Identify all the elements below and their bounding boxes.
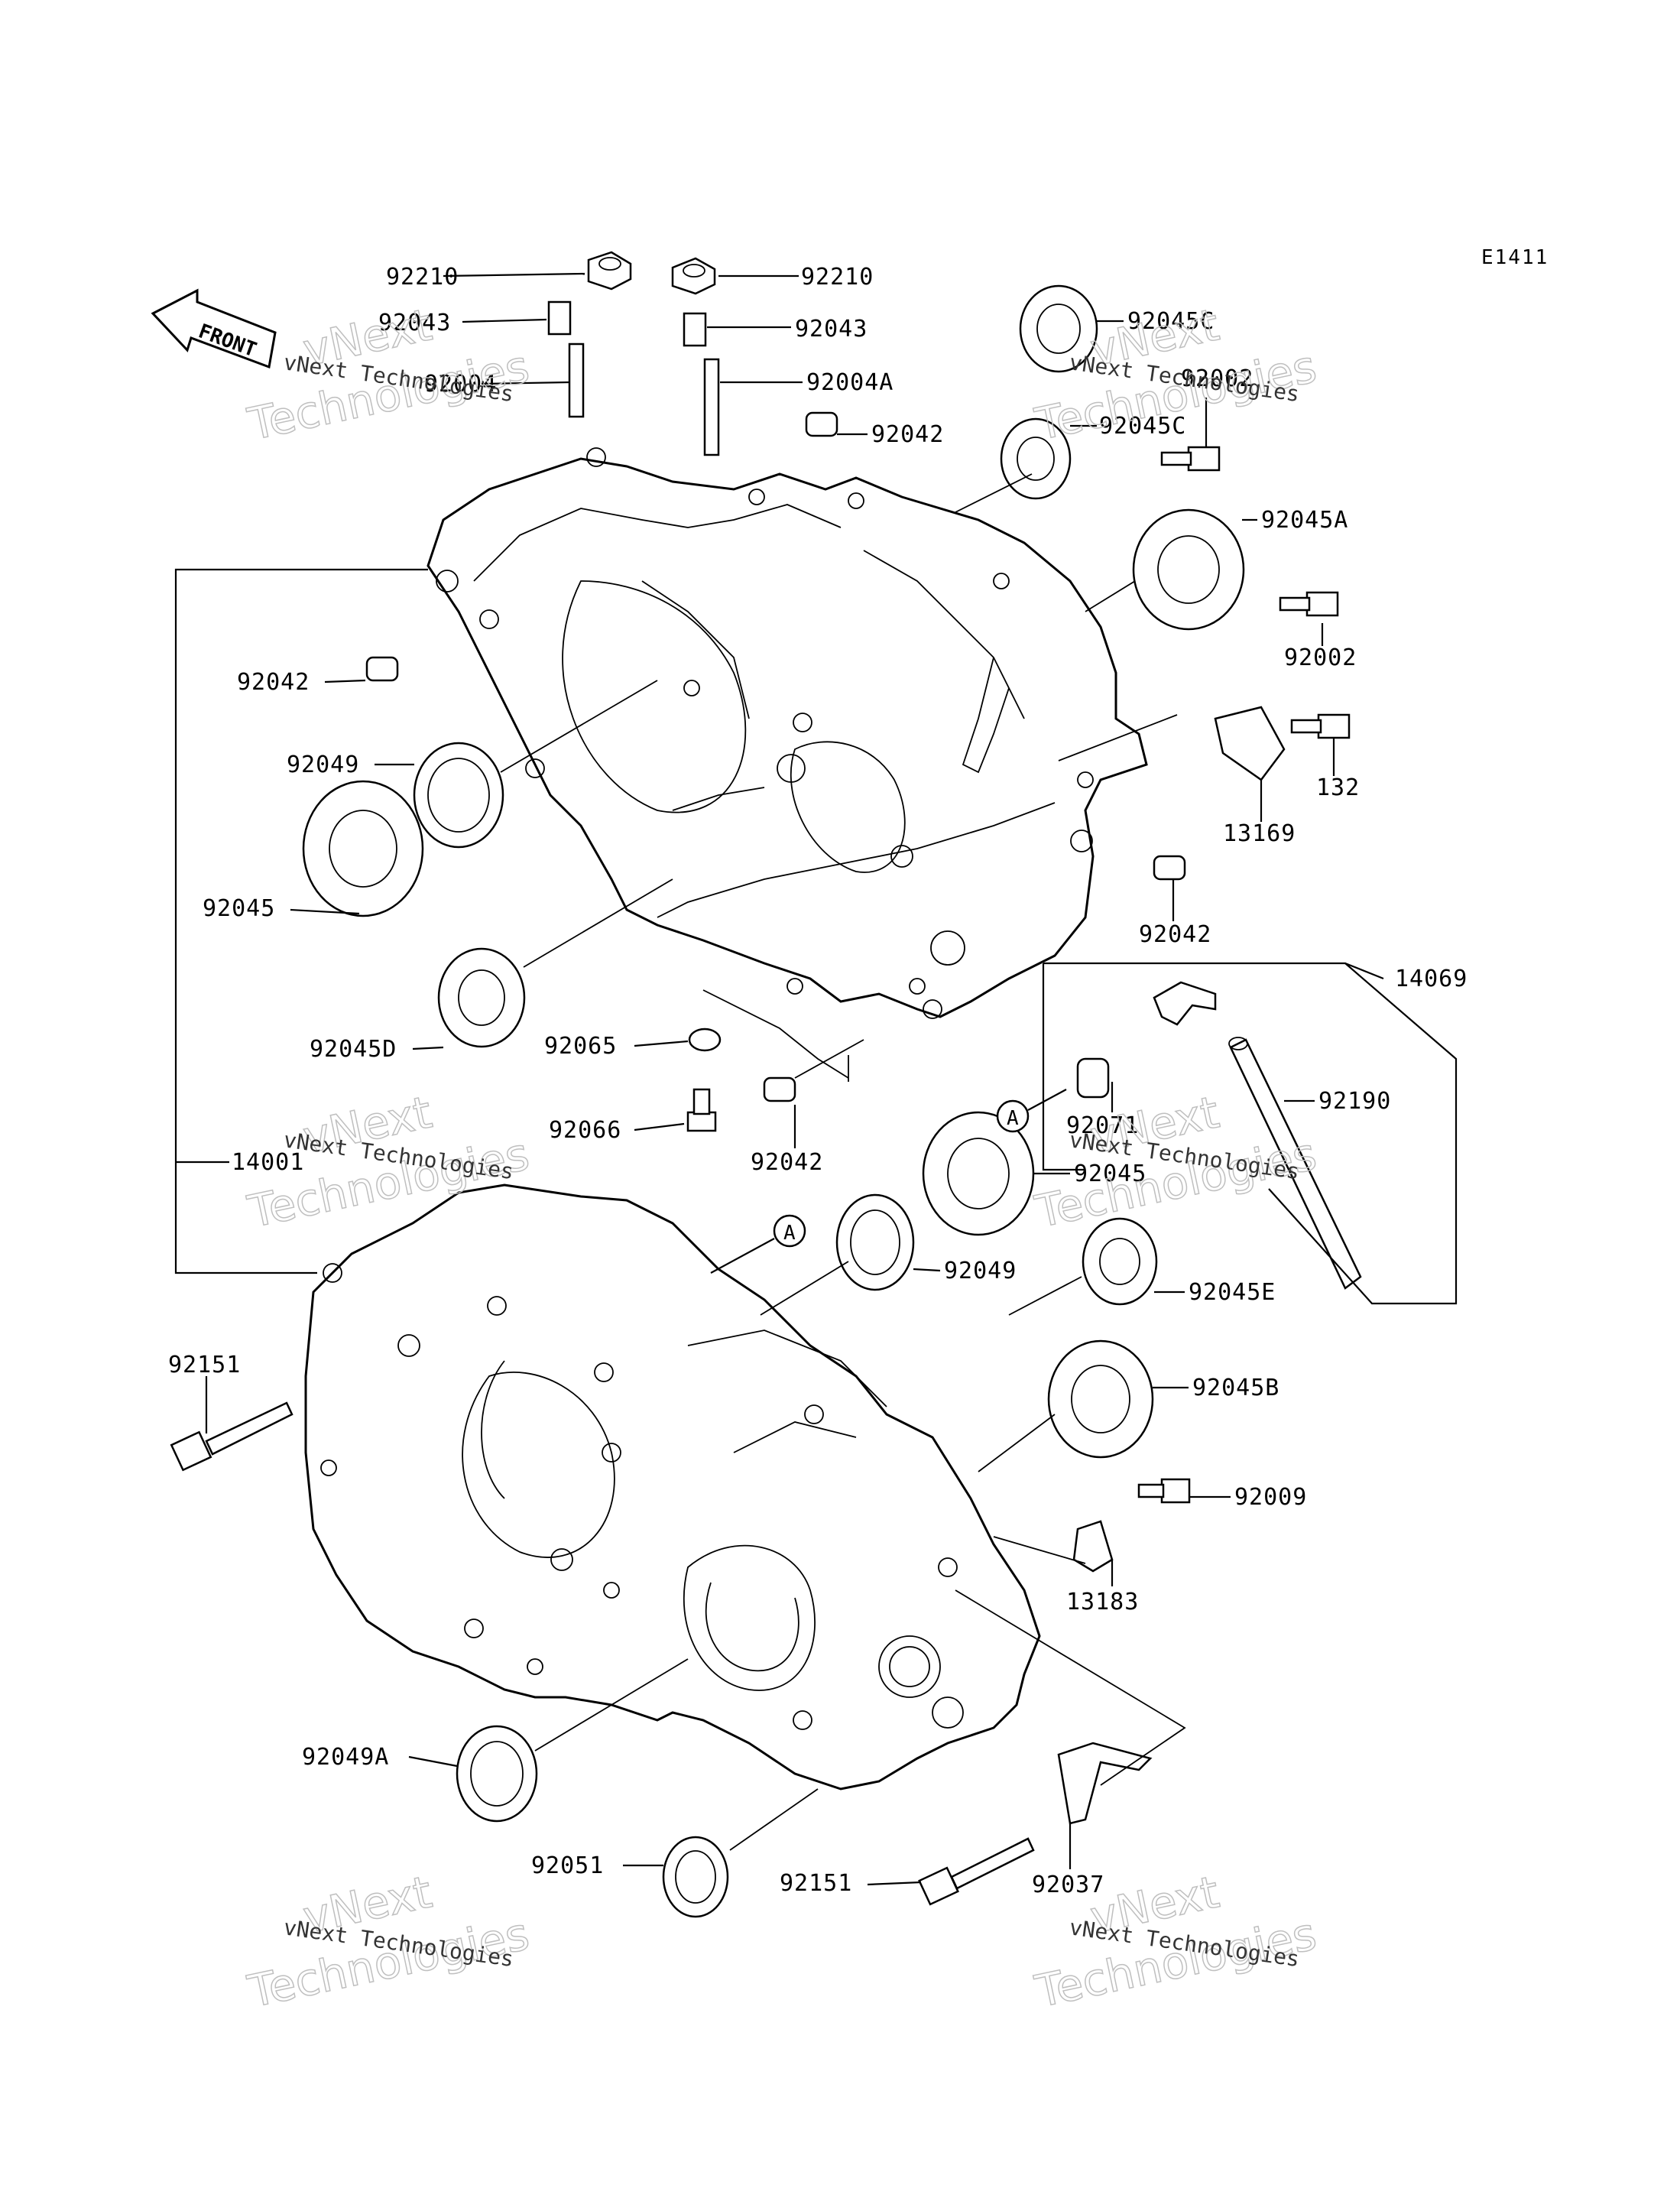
dowel-92042-left: [365, 656, 399, 682]
part-label-p21: 92065: [544, 1033, 617, 1060]
dowel-92043-right: [683, 312, 707, 347]
leader-lines: [174, 272, 1458, 1886]
part-label-p15: 92042: [237, 669, 310, 696]
plug-92066: [686, 1088, 717, 1132]
part-label-p29: 92045E: [1189, 1279, 1276, 1306]
elbow-14069: [1153, 981, 1217, 1026]
part-label-p28: 92049: [944, 1258, 1017, 1284]
stud-92004: [568, 343, 585, 418]
part-label-p33: 13183: [1066, 1589, 1139, 1615]
seal-92051: [662, 1836, 729, 1918]
svg-text:A: A: [783, 1222, 797, 1245]
part-label-p13: 132: [1316, 774, 1360, 801]
seal-92049-lower: [835, 1193, 915, 1291]
seal-92049A: [456, 1725, 538, 1823]
part-label-p16: 92049: [287, 752, 359, 778]
part-label-p36: 92151: [780, 1870, 852, 1897]
watermark: vNext Technologies vNext Technologies vN…: [243, 298, 1322, 2018]
bearing-92045C: [1000, 417, 1072, 500]
part-labels: 92210 92043 92004 92210 92043 92004A 920…: [168, 264, 1468, 1898]
bearing-92045B: [1047, 1339, 1154, 1459]
part-label-p09: 92002: [1181, 365, 1254, 392]
part-label-p27: 92045: [1074, 1161, 1146, 1187]
svg-text:A: A: [1007, 1107, 1020, 1130]
part-label-p23: 92190: [1318, 1088, 1391, 1115]
part-label-p17: 92045: [203, 895, 275, 922]
bracket-13183: [1072, 1520, 1114, 1573]
part-label-p26: 92042: [751, 1149, 823, 1176]
bolt-92002-top: [1160, 446, 1221, 472]
part-label-p25: 14001: [232, 1149, 304, 1176]
guide-92037: [1057, 1742, 1153, 1825]
bearing-92045: [302, 780, 424, 917]
dowel-92042-mid: [763, 1076, 796, 1102]
part-label-p18: 92042: [1139, 921, 1211, 948]
washer-92065: [688, 1028, 722, 1052]
bolt-92151-left: [170, 1401, 294, 1472]
part-label-p10: 92045C: [1099, 413, 1186, 440]
hose-92190: [1228, 1037, 1362, 1290]
part-label-p07: 92042: [871, 421, 944, 448]
bolt-92002: [1279, 591, 1339, 617]
dowel-92042-top: [805, 411, 838, 437]
part-label-p04: 92210: [801, 264, 874, 291]
part-label-p05: 92043: [795, 316, 868, 343]
part-label-p14: 13169: [1223, 820, 1296, 847]
ref-marker-lower: A: [710, 1214, 806, 1274]
part-label-p06: 92004A: [806, 369, 894, 396]
bolt-92009: [1137, 1478, 1191, 1504]
stud-92004A: [703, 358, 720, 456]
bearing-92045A: [1132, 508, 1245, 631]
part-label-p08: 92045C: [1127, 308, 1215, 335]
part-label-p37: 92037: [1032, 1872, 1104, 1898]
part-label-p11: 92045A: [1261, 507, 1348, 534]
part-label-p32: 92009: [1234, 1484, 1307, 1511]
bearing-92045C-top: [1019, 284, 1098, 373]
front-arrow-icon: FRONT: [151, 288, 277, 369]
part-label-p31: 92045B: [1192, 1375, 1279, 1401]
dowel-92042-right: [1153, 855, 1186, 881]
lower-crankcase: [304, 1183, 1041, 1791]
bearing-92045D: [437, 947, 526, 1048]
part-label-p34: 92049A: [302, 1744, 389, 1771]
part-label-p20: 92045D: [310, 1036, 397, 1063]
fitting-92071: [1076, 1057, 1110, 1099]
part-label-p24: 92066: [549, 1117, 621, 1144]
diagram-code: E1411: [1481, 246, 1549, 269]
part-label-p02: 92043: [378, 310, 451, 336]
bolt-132: [1290, 713, 1351, 739]
part-label-p35: 92051: [531, 1852, 604, 1879]
part-label-p19: 14069: [1395, 966, 1468, 992]
nut-92210-left: [587, 251, 632, 291]
part-label-p22: 92071: [1066, 1112, 1139, 1139]
part-label-p03: 92004: [424, 371, 497, 398]
part-label-p12: 92002: [1284, 644, 1357, 671]
nut-92210-right: [671, 257, 716, 295]
dowel-92043-left: [547, 300, 572, 336]
bolt-92151-bottom: [918, 1837, 1035, 1906]
part-label-p30: 92151: [168, 1352, 241, 1378]
bearing-92045E: [1082, 1217, 1158, 1306]
upper-crankcase: [426, 447, 1148, 1019]
seal-92049-upper: [413, 742, 504, 849]
plate-13169: [1214, 706, 1286, 781]
part-label-p01: 92210: [386, 264, 459, 291]
ref-marker-upper: A: [996, 1089, 1067, 1133]
